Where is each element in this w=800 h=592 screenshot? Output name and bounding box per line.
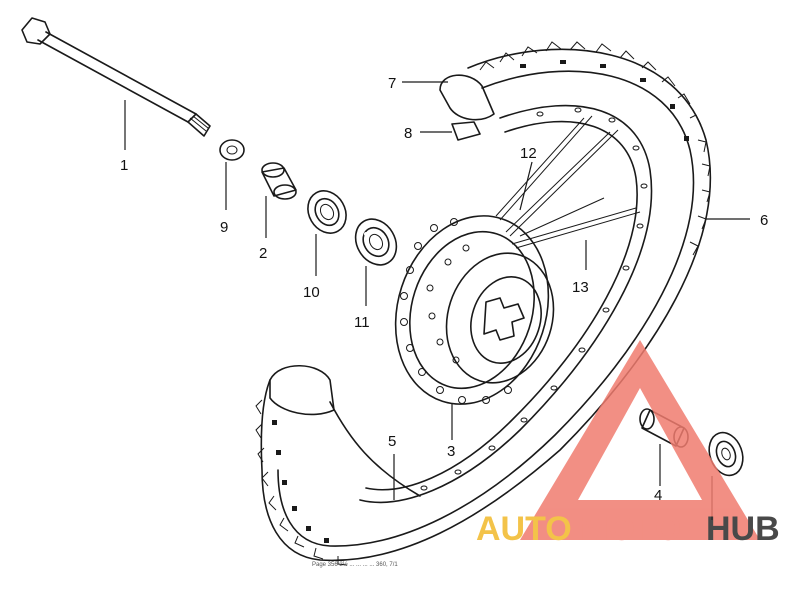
tube-part — [269, 74, 495, 497]
axle-part — [21, 17, 211, 137]
left-bearing-part — [307, 190, 347, 234]
callout-inner-spokes: 12 — [520, 145, 537, 162]
callout-washer: 9 — [220, 219, 228, 236]
callout-left-bearing: 10 — [303, 284, 320, 301]
spacer-collar-part — [261, 162, 297, 200]
leader-inner-spokes — [519, 161, 533, 211]
spokes-part — [495, 115, 641, 249]
callout-right-bearing: 11 — [354, 314, 370, 331]
watermark-hub: HUB — [706, 510, 780, 548]
washer-part — [219, 139, 245, 161]
hub-part — [394, 215, 555, 405]
callout-outer-spokes: 13 — [572, 279, 589, 296]
callout-hub: 3 — [447, 443, 455, 460]
right-bearing-part — [354, 218, 398, 266]
diagram-caption: Page 356 2½ ... ... ... ... 360, 7/1 — [312, 562, 398, 568]
callout-tube: 7 — [388, 75, 396, 92]
callout-axle: 1 — [120, 157, 128, 174]
automotohub-watermark: AUTO MOTO HUB — [476, 340, 780, 548]
callout-rim-band: 8 — [404, 125, 412, 142]
callout-right-spacer: 4 — [654, 487, 662, 504]
rim-band-part — [451, 121, 481, 141]
watermark-moto: MOTO — [580, 510, 681, 548]
callout-tire: 6 — [760, 212, 768, 229]
callout-rim: 5 — [388, 433, 396, 450]
tire-part — [255, 41, 711, 566]
watermark-triangle-logo — [520, 340, 760, 540]
rim-part — [359, 104, 653, 504]
callout-spacer-collar: 2 — [259, 245, 267, 262]
watermark-auto: AUTO — [476, 510, 572, 548]
